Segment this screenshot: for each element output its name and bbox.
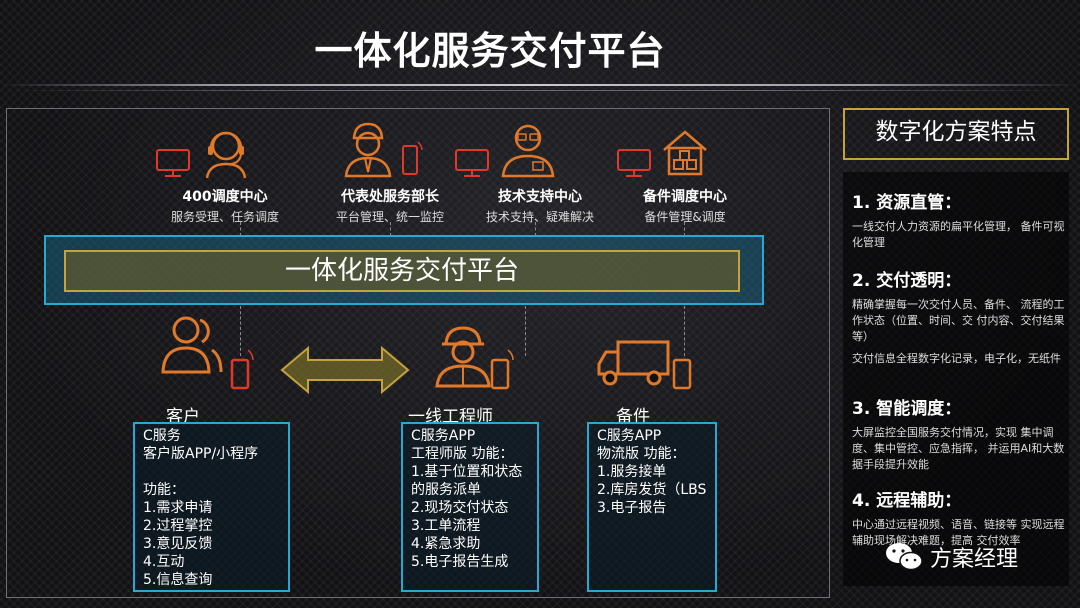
connector — [535, 222, 536, 236]
card-line: 客户版APP/小程序 — [143, 446, 259, 462]
feature-transparency: 2. 交付透明： 精确掌握每一次交付人员、备件、 流程的工作状态（位置、时间、交… — [852, 266, 1066, 367]
card-line: C服务APP — [411, 428, 476, 444]
feature-resource: 1. 资源直管： 一线交付人力资源的扁平化管理， 备件可视化管理 — [852, 188, 1066, 251]
card-line: 3.工单流程 — [411, 518, 481, 534]
logistics-app-card: C服务APP 物流版 功能： 1.服务接单 2.库房发货（LBS 3.电子报告 — [587, 422, 717, 592]
role-sub: 技术支持、疑难解决 — [485, 210, 594, 224]
card-line — [143, 463, 280, 481]
connector — [240, 306, 241, 356]
watermark-text: 方案经理 — [930, 547, 1019, 572]
role-title: 备件调度中心 — [643, 189, 727, 205]
card-line: C服务APP — [597, 428, 662, 444]
card-line: 1.需求申请 — [143, 500, 213, 516]
card-line: 4.紧急求助 — [411, 536, 481, 552]
warehouse-icon — [663, 130, 707, 176]
watermark: 方案经理 — [884, 540, 1018, 574]
phone-icon — [672, 358, 692, 390]
title-divider-2 — [0, 90, 1080, 91]
feature-text: 大屏监控全国服务交付情况，实现 集中调度、集中管控、应急指挥， 并运用AI和大数… — [852, 426, 1065, 471]
role-title: 技术支持中心 — [498, 189, 582, 205]
role-sub: 平台管理、统一监控 — [335, 210, 444, 224]
card-line: 2.库房发货（LBS — [597, 482, 707, 498]
role-sub: 服务受理、任务调度 — [170, 210, 279, 224]
engineer-icon — [435, 326, 491, 388]
role-office-manager: 代表处服务部长 平台管理、统一监控 — [305, 186, 475, 225]
title-divider — [0, 84, 1080, 86]
card-line: 2.过程掌控 — [143, 518, 213, 534]
customer-app-card: C服务 客户版APP/小程序 功能： 1.需求申请 2.过程掌控 3.意见反馈 … — [133, 422, 290, 592]
connector — [390, 222, 391, 236]
engineer-app-card: C服务APP 工程师版 功能： 1.基于位置和状态 的服务派单 2.现场交付状态… — [401, 422, 539, 592]
role-title: 400调度中心 — [182, 189, 268, 205]
card-line: 的服务派单 — [411, 482, 481, 498]
feature-text: 精确掌握每一次交付人员、备件、 流程的工作状态（位置、时间、交 付内容、交付结果… — [852, 298, 1065, 343]
monitor-icon — [156, 149, 190, 177]
card-line: 4.互动 — [143, 554, 185, 570]
feature-text: 一线交付人力资源的扁平化管理， 备件可视化管理 — [852, 220, 1065, 249]
connector — [684, 222, 685, 236]
feature-heading: 1. 资源直管： — [852, 193, 962, 213]
role-sub: 备件管理&调度 — [644, 210, 726, 224]
phone-icon — [490, 349, 514, 390]
manager-icon — [344, 122, 392, 178]
feature-heading: 4. 远程辅助： — [852, 491, 962, 511]
role-400-center: 400调度中心 服务受理、任务调度 — [150, 186, 300, 225]
truck-icon — [597, 340, 670, 386]
feature-heading: 2. 交付透明： — [852, 271, 962, 291]
card-line: 2.现场交付状态 — [411, 500, 509, 516]
card-line: 3.意见反馈 — [143, 536, 213, 552]
card-line: 物流版 功能： — [597, 446, 686, 462]
card-line: 3.电子报告 — [597, 500, 667, 516]
role-title: 代表处服务部长 — [341, 189, 439, 205]
card-line: 1.基于位置和状态 — [411, 464, 523, 480]
role-tech-support: 技术支持中心 技术支持、疑难解决 — [465, 186, 615, 225]
connector — [684, 306, 685, 356]
role-spares-center: 备件调度中心 备件管理&调度 — [610, 186, 760, 225]
page-title: 一体化服务交付平台 — [314, 29, 666, 73]
card-line: 5.电子报告生成 — [411, 554, 509, 570]
connector — [240, 222, 241, 236]
tech-support-icon — [501, 124, 555, 178]
users-icon — [161, 316, 223, 374]
wechat-icon — [886, 543, 923, 571]
headset-agent-icon — [205, 131, 247, 178]
double-arrow-icon — [280, 345, 410, 395]
feature-scheduling: 3. 智能调度： 大屏监控全国服务交付情况，实现 集中调度、集中管控、应急指挥，… — [852, 394, 1066, 473]
card-line: 工程师版 功能： — [411, 446, 514, 462]
card-line: C服务 — [143, 428, 181, 444]
feature-heading: 3. 智能调度： — [852, 399, 962, 419]
card-line: 1.服务接单 — [597, 464, 667, 480]
features-panel — [843, 172, 1069, 586]
phone-icon — [402, 141, 423, 175]
diagram-frame — [6, 108, 830, 598]
monitor-icon — [617, 149, 651, 177]
platform-label: 一体化服务交付平台 — [64, 250, 740, 292]
panel-title: 数字化方案特点 — [843, 108, 1069, 160]
card-line: 功能： — [143, 482, 185, 498]
connector — [525, 306, 526, 356]
feature-text: 交付信息全程数字化记录，电子化，无纸件 — [852, 352, 1061, 365]
monitor-icon — [455, 149, 489, 177]
phone-icon — [230, 349, 254, 390]
card-line: 5.信息查询 — [143, 572, 213, 588]
